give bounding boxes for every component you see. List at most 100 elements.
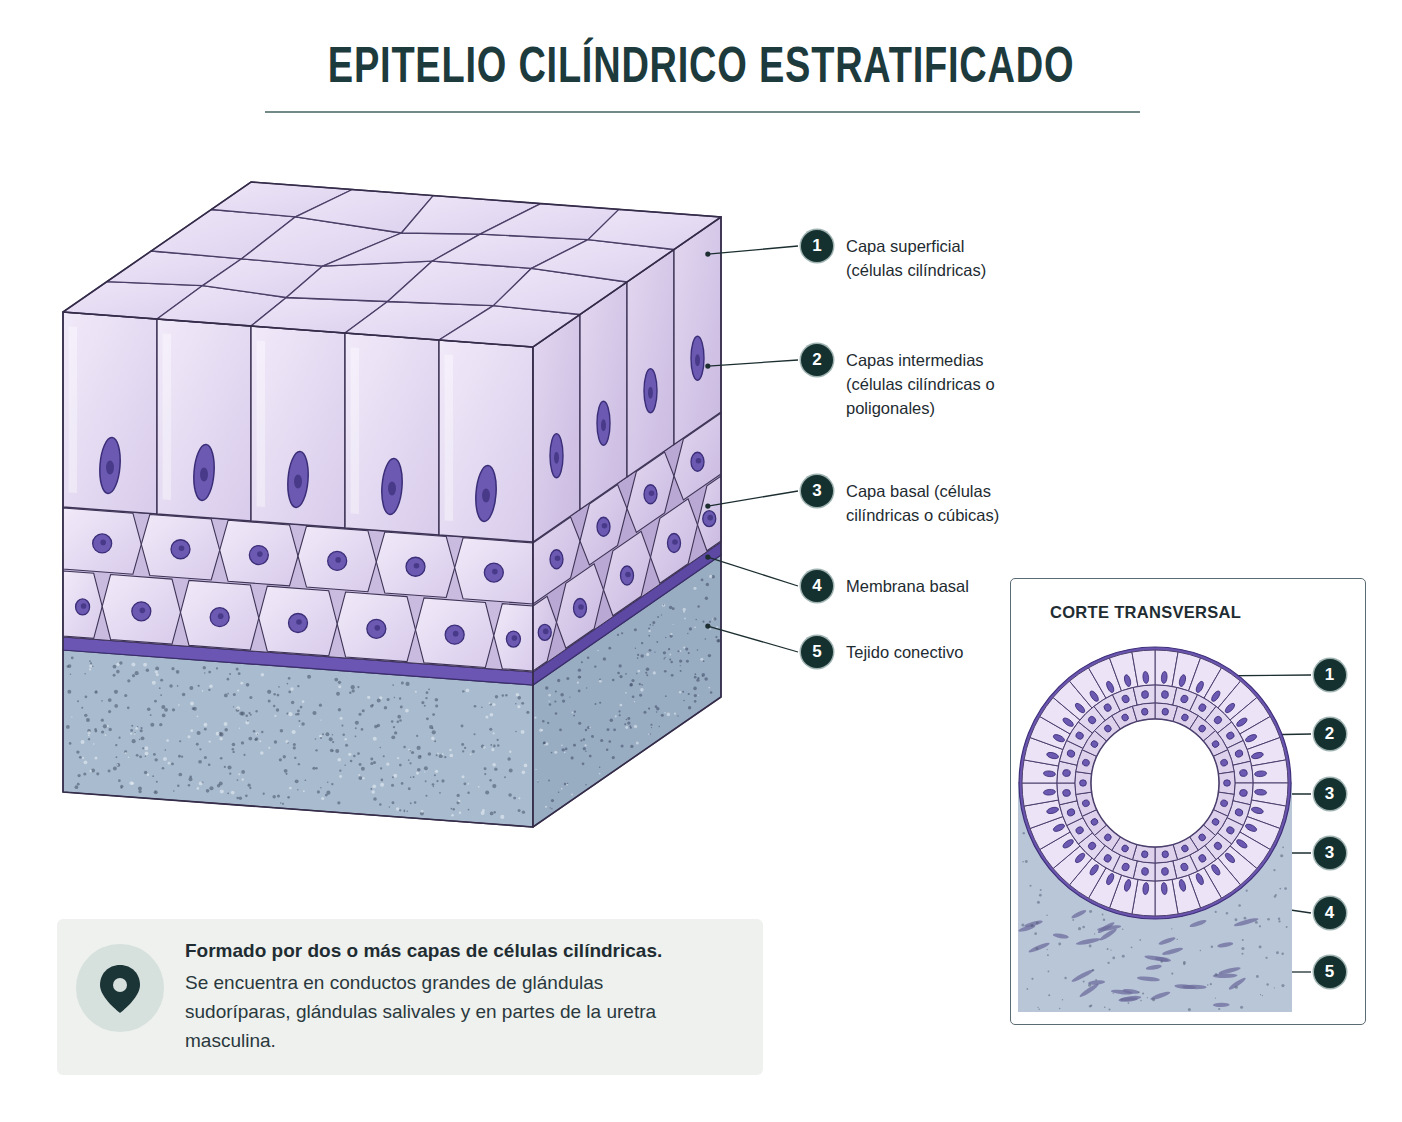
tissue-dot xyxy=(389,806,390,807)
tissue-dot xyxy=(274,715,276,717)
nucleus xyxy=(644,485,657,504)
tissue-dot xyxy=(138,790,141,793)
nucleolus xyxy=(81,603,87,609)
tissue-dot xyxy=(599,766,600,767)
nucleus xyxy=(1043,789,1055,796)
tissue-dot xyxy=(154,758,157,761)
nucleus xyxy=(1162,850,1169,858)
tissue-dot xyxy=(273,705,275,707)
nucleus xyxy=(1220,799,1228,807)
tissue-dot xyxy=(646,653,649,656)
tissue-dot xyxy=(399,764,402,767)
nucleus xyxy=(1075,825,1085,835)
tissue-dot xyxy=(190,729,193,732)
nucleus xyxy=(1213,715,1223,725)
tissue-dot xyxy=(116,663,119,666)
tissue-dot xyxy=(372,784,376,788)
tissue-dot xyxy=(696,679,699,682)
tissue-dot xyxy=(85,695,88,698)
tissue-dot xyxy=(285,740,288,743)
tissue-dot xyxy=(335,749,339,753)
tissue-dot xyxy=(392,684,394,686)
tissue-dot xyxy=(634,725,638,729)
tissue-dot xyxy=(273,693,275,695)
tissue-dot xyxy=(680,670,682,672)
tissue-dot xyxy=(599,702,601,704)
tissue-dot xyxy=(492,763,496,767)
nucleus xyxy=(474,465,498,522)
nucleus xyxy=(691,336,704,380)
basal-cell xyxy=(181,580,259,650)
tissue-dot xyxy=(379,803,382,806)
tissue-dot xyxy=(625,692,627,694)
tissue-dot xyxy=(695,673,697,675)
tissue-dot xyxy=(277,794,280,797)
tissue-dot xyxy=(1262,995,1263,996)
nucleus xyxy=(1090,740,1099,749)
tissue-dot xyxy=(231,791,235,795)
tissue-dot xyxy=(694,700,697,703)
tissue-dot xyxy=(708,687,710,689)
tissue-dot xyxy=(290,687,293,690)
tissue-dot xyxy=(489,779,491,781)
tissue-dot xyxy=(437,753,439,755)
pin-hole xyxy=(113,978,127,992)
tissue-dot xyxy=(320,737,322,739)
tissue-dot xyxy=(407,810,409,812)
tissue-dot xyxy=(139,755,142,758)
tissue-dot xyxy=(144,746,148,750)
tissue-dot xyxy=(585,729,587,731)
tissue-dot xyxy=(441,779,444,782)
tissue-dot xyxy=(301,722,305,726)
basal-cell xyxy=(651,499,698,584)
tissue-dot xyxy=(232,751,234,753)
epithelial-cell xyxy=(1132,650,1155,686)
tissue-dot xyxy=(574,711,576,713)
tissue-dot xyxy=(84,760,88,764)
block-edge xyxy=(63,217,721,827)
tissue-dot xyxy=(380,767,382,769)
tissue-dot xyxy=(550,807,551,808)
tissue-dot xyxy=(101,719,104,722)
tissue-dot xyxy=(197,731,201,735)
tissue-dot xyxy=(289,787,292,790)
nucleus xyxy=(1239,769,1247,777)
tissue-dot xyxy=(502,694,504,696)
tissue-dot xyxy=(168,762,171,765)
tissue-dot xyxy=(432,713,435,716)
nucleus xyxy=(1103,724,1112,733)
tissue-dot xyxy=(127,707,130,710)
nucleolus xyxy=(602,523,608,529)
tissue-dot xyxy=(1278,917,1280,919)
tissue-dot xyxy=(436,754,438,756)
nucleolus xyxy=(543,629,549,635)
tissue-dot xyxy=(435,698,439,702)
tissue-dot xyxy=(1139,939,1141,941)
tissue-dot xyxy=(521,702,524,705)
nucleus xyxy=(1213,841,1223,851)
tissue-dot xyxy=(599,773,601,775)
tissue-dot xyxy=(67,690,71,694)
tissue-dot xyxy=(367,696,370,699)
tissue-dot xyxy=(255,732,258,735)
tissue-dot xyxy=(1059,1008,1060,1009)
tissue-dot xyxy=(621,745,624,748)
tissue-dot xyxy=(190,702,194,706)
tissue-dot xyxy=(560,693,563,696)
tissue-dot xyxy=(417,768,421,772)
tissue-dot xyxy=(1026,988,1028,990)
tissue-dot xyxy=(144,771,147,774)
tissue-dot xyxy=(130,733,132,735)
tissue-dot xyxy=(431,737,435,741)
basal-cell xyxy=(298,526,376,592)
tissue-dot xyxy=(630,683,633,686)
tissue-dot xyxy=(701,578,704,581)
tissue-dot xyxy=(643,711,646,714)
tissue-dot xyxy=(208,740,210,742)
tissue-dot xyxy=(652,621,655,624)
tissue-dot xyxy=(242,778,244,780)
fibroblast xyxy=(1150,990,1171,1001)
tissue-dot xyxy=(285,773,287,775)
tissue-dot xyxy=(649,624,651,626)
tissue-dot xyxy=(392,776,394,778)
